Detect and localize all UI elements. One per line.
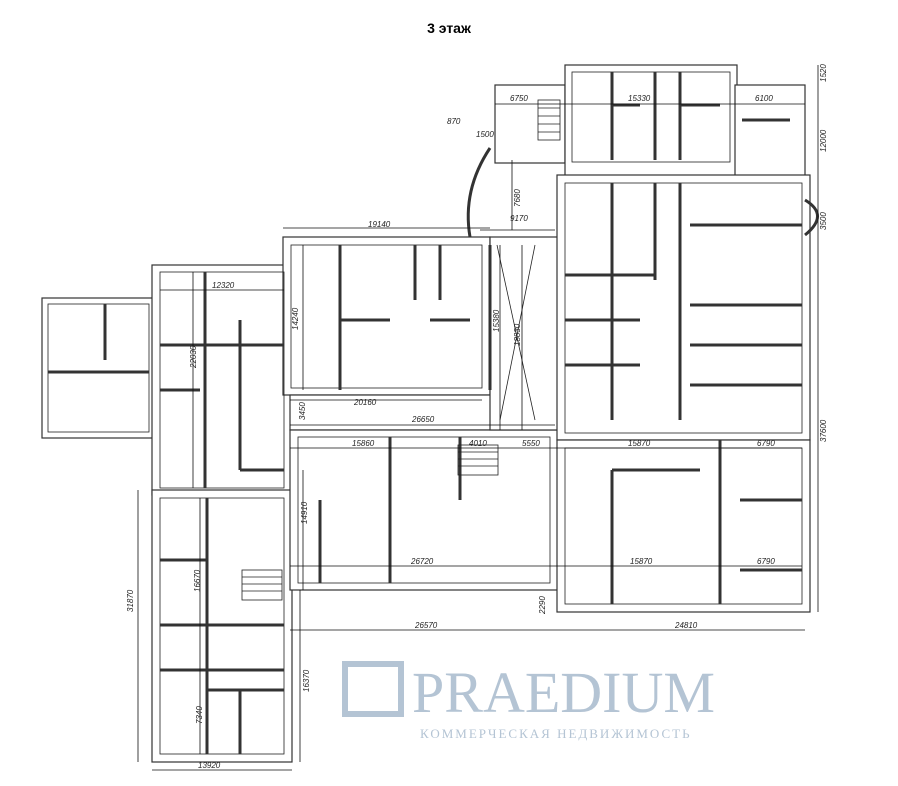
dimension-labels: 6750 15330 6100 870 1500 1520 12000 3500… [126, 64, 828, 770]
dim-label: 31870 [126, 589, 135, 612]
dim-label: 15870 [630, 557, 653, 566]
dim-label: 15380 [492, 309, 501, 332]
dim-label: 6790 [757, 439, 775, 448]
dim-label: 5550 [522, 439, 540, 448]
dim-label: 3450 [298, 402, 307, 420]
right-block [556, 174, 811, 441]
watermark: PRAEDIUM КОММЕРЧЕСКАЯ НЕДВИЖИМОСТЬ [342, 660, 715, 741]
watermark-brand: PRAEDIUM [412, 660, 715, 725]
dim-label: 15330 [628, 94, 651, 103]
dim-label: 13920 [198, 761, 221, 770]
dim-label: 1520 [819, 64, 828, 82]
dim-label: 3500 [819, 212, 828, 230]
top-block [564, 64, 738, 178]
watermark-tagline: КОММЕРЧЕСКАЯ НЕДВИЖИМОСТЬ [420, 726, 692, 741]
dim-label: 6100 [755, 94, 773, 103]
floor-title: 3 этаж [427, 20, 471, 36]
round-bay [804, 198, 819, 237]
dim-label: 12320 [212, 281, 235, 290]
dim-label: 26650 [411, 415, 435, 424]
building-walls [41, 64, 819, 763]
dimension-lines [137, 65, 819, 771]
dim-label: 16370 [302, 669, 311, 692]
dim-label: 18830 [513, 323, 522, 346]
dim-label: 2290 [538, 596, 547, 615]
dim-label: 14240 [291, 307, 300, 330]
dim-label: 16670 [193, 569, 202, 592]
dim-label: 22030 [189, 345, 198, 369]
dim-label: 14910 [300, 501, 309, 524]
watermark-logo [342, 661, 404, 717]
atrium-block [489, 236, 561, 431]
dim-label: 1500 [476, 130, 494, 139]
dim-label: 7340 [195, 706, 204, 724]
dim-label: 26570 [414, 621, 438, 630]
dim-label: 12000 [819, 129, 828, 152]
right-bottom-block [556, 439, 811, 613]
bay-window [466, 147, 492, 238]
dim-label: 7680 [513, 189, 522, 207]
dim-label: 15870 [628, 439, 651, 448]
dim-label: 6750 [510, 94, 528, 103]
middle-top-block [282, 236, 491, 396]
dim-label: 870 [447, 117, 461, 126]
dim-label: 4010 [469, 439, 487, 448]
dim-label: 9170 [510, 214, 528, 223]
dim-label: 26720 [410, 557, 434, 566]
stairs [241, 99, 561, 601]
left-wing-upper [151, 264, 293, 496]
dim-label: 6790 [757, 557, 775, 566]
dim-label: 15860 [352, 439, 375, 448]
dim-label: 19140 [368, 220, 391, 229]
dim-label: 24810 [674, 621, 698, 630]
left-annex [41, 297, 156, 439]
dim-label: 37600 [819, 419, 828, 442]
dim-label: 20160 [353, 398, 377, 407]
